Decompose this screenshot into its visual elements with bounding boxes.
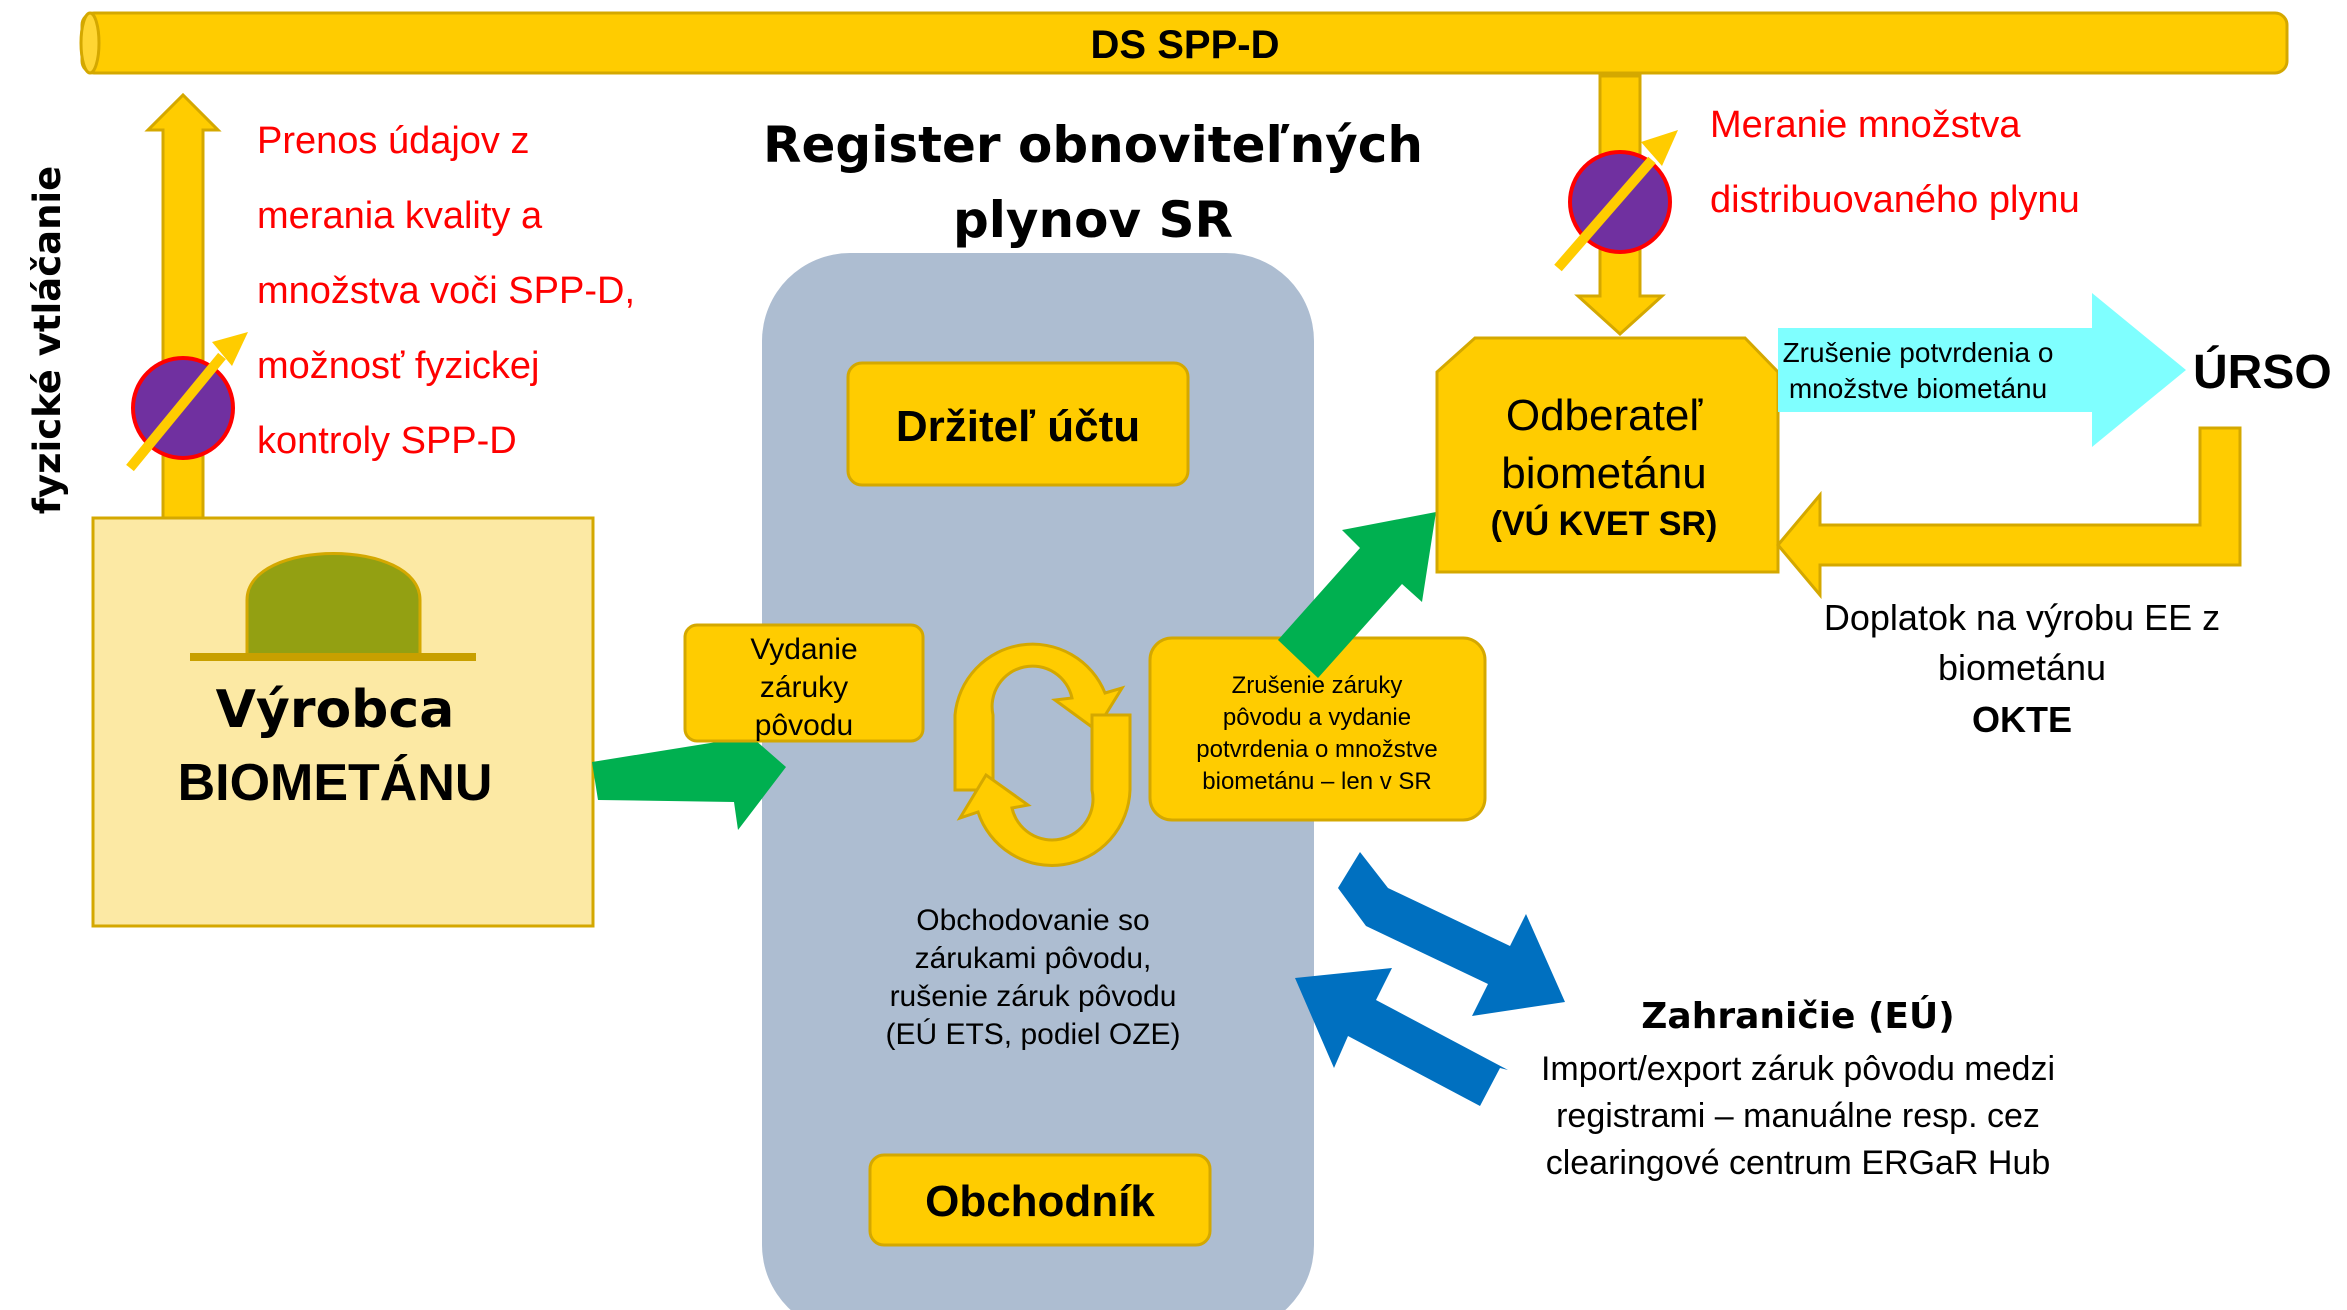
metering-note-line: distribuovaného plynu xyxy=(1710,179,2080,221)
register-title-line: Register obnoviteľných xyxy=(763,116,1423,174)
subsidy-return-arrow xyxy=(1776,426,2242,600)
pipeline-ds-spp-d: DS SPP-D xyxy=(79,11,2289,75)
metering-note-line: Meranie množstva xyxy=(1710,104,2021,146)
consumer-box: Odberateľ biometánu (VÚ KVET SR) xyxy=(1435,336,1780,574)
trader-label: Obchodník xyxy=(925,1177,1155,1226)
urso-arrow-line: Zrušenie potvrdenia o xyxy=(1783,337,2054,368)
register-title: Register obnoviteľných plynov SR xyxy=(763,116,1423,249)
okte-line2: biometánu xyxy=(1938,647,2106,688)
pipeline-label: DS SPP-D xyxy=(1091,23,1280,67)
abroad-text: Zahraničie (EÚ) Import/export záruk pôvo… xyxy=(1541,995,2055,1182)
flow-meter-icon xyxy=(126,332,248,472)
account-holder-box: Držiteľ účtu xyxy=(846,361,1190,487)
transfer-note-line: Prenos údajov z xyxy=(257,120,530,162)
consumer-line2: biometánu xyxy=(1501,449,1706,498)
issuance-line: pôvodu xyxy=(755,709,853,742)
trading-text: Obchodovanie so zárukami pôvodu, rušenie… xyxy=(885,904,1180,1051)
transfer-note-line: množstva voči SPP-D, xyxy=(257,270,635,312)
producer-line1: Výrobca xyxy=(216,680,455,740)
transfer-note-line: možnosť fyzickej xyxy=(257,345,539,387)
producer-box: Výrobca BIOMETÁNU xyxy=(91,516,595,928)
register-title-line: plynov SR xyxy=(953,191,1233,249)
issuance-box: Vydanie záruky pôvodu xyxy=(683,623,925,743)
metering-note: Meranie množstva distribuovaného plynu xyxy=(1710,104,2080,221)
import-arrow xyxy=(1295,968,1508,1106)
trading-line: (EÚ ETS, podiel OZE) xyxy=(885,1018,1180,1051)
transfer-note-line: merania kvality a xyxy=(257,195,543,237)
trading-line: Obchodovanie so xyxy=(916,904,1150,937)
export-arrow xyxy=(1338,852,1565,1016)
abroad-line: clearingové centrum ERGaR Hub xyxy=(1546,1144,2051,1182)
okte-line3: OKTE xyxy=(1972,699,2072,740)
okte-text: Doplatok na výrobu EE z biometánu OKTE xyxy=(1824,597,2220,740)
consumer-line3: (VÚ KVET SR) xyxy=(1491,505,1718,543)
cancel-confirmation-arrow: Zrušenie potvrdenia o množstve biometánu xyxy=(1778,293,2186,447)
cycle-arrows-icon xyxy=(953,642,1132,867)
side-label-injection: fyzické vtláčanie xyxy=(26,166,69,514)
flow-meter-icon xyxy=(1554,130,1678,272)
issuance-line: Vydanie xyxy=(750,633,857,666)
trading-line: rušenie záruk pôvodu xyxy=(890,980,1177,1013)
okte-line1: Doplatok na výrobu EE z xyxy=(1824,597,2220,638)
cancellation-line: potvrdenia o množstve xyxy=(1196,736,1437,763)
register-to-consumer-arrow xyxy=(1278,512,1436,678)
trader-box: Obchodník xyxy=(868,1153,1212,1247)
consumer-line1: Odberateľ xyxy=(1506,391,1703,440)
register-panel xyxy=(762,253,1314,1310)
trading-line: zárukami pôvodu, xyxy=(915,942,1152,975)
abroad-title: Zahraničie (EÚ) xyxy=(1641,995,1954,1037)
producer-line2: BIOMETÁNU xyxy=(178,754,493,812)
transfer-note-line: kontroly SPP-D xyxy=(257,420,517,462)
account-holder-label: Držiteľ účtu xyxy=(896,402,1140,451)
urso-arrow-line: množstve biometánu xyxy=(1789,373,2047,404)
cancellation-line: biometánu – len v SR xyxy=(1202,768,1431,795)
cancellation-line: pôvodu a vydanie xyxy=(1223,704,1411,731)
urso-label: ÚRSO xyxy=(2193,344,2332,399)
cancellation-box: Zrušenie záruky pôvodu a vydanie potvrde… xyxy=(1148,636,1487,822)
biogas-dome-icon xyxy=(190,552,476,661)
abroad-line: registrami – manuálne resp. cez xyxy=(1556,1097,2040,1135)
transfer-note: Prenos údajov z merania kvality a množst… xyxy=(257,120,635,462)
issuance-line: záruky xyxy=(760,671,848,704)
abroad-line: Import/export záruk pôvodu medzi xyxy=(1541,1050,2055,1088)
